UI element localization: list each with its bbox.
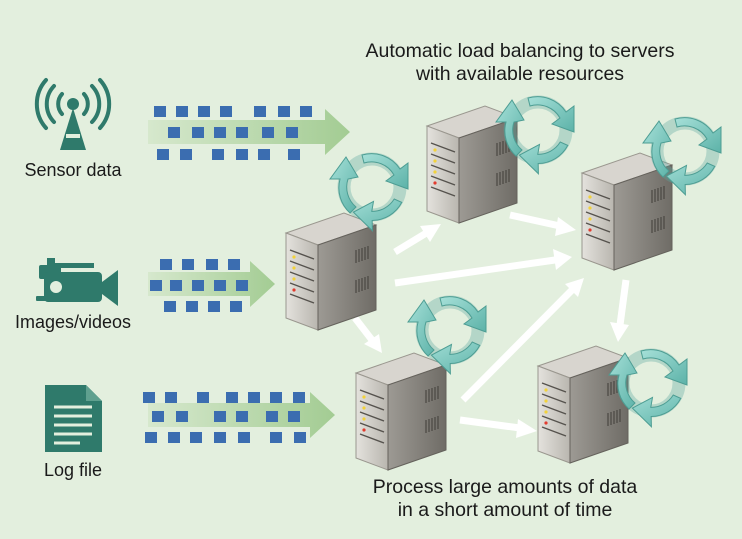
- images-videos-label: Images/videos: [14, 312, 132, 332]
- top-caption-line-1: Automatic load balancing to servers: [365, 40, 675, 62]
- server-bottom-right: [537, 345, 629, 464]
- flow-arrows: [352, 211, 630, 438]
- document-icon: [45, 385, 102, 452]
- sensor-data-blocks: [154, 106, 312, 160]
- bottom-caption-line-2: in a short amount of time: [397, 499, 613, 521]
- top-caption: Automatic load balancing to servers with…: [320, 40, 720, 86]
- sensor-stream-arrow: [148, 109, 350, 155]
- image-data-blocks: [150, 259, 248, 312]
- bottom-caption: Process large amounts of data in a short…: [305, 476, 705, 522]
- server-top-middle: [426, 105, 518, 224]
- bottom-caption-line-1: Process large amounts of data: [372, 476, 638, 498]
- log-data-blocks: [143, 392, 306, 443]
- server-bottom-middle: [355, 352, 447, 471]
- video-camera-icon: [36, 258, 118, 306]
- top-caption-line-2: with available resources: [415, 63, 625, 85]
- sensor-data-label: Sensor data: [24, 160, 122, 180]
- image-stream-arrow: [148, 261, 275, 307]
- log-file-label: Log file: [43, 460, 103, 480]
- antenna-icon: [34, 78, 112, 150]
- server-center: [285, 212, 377, 331]
